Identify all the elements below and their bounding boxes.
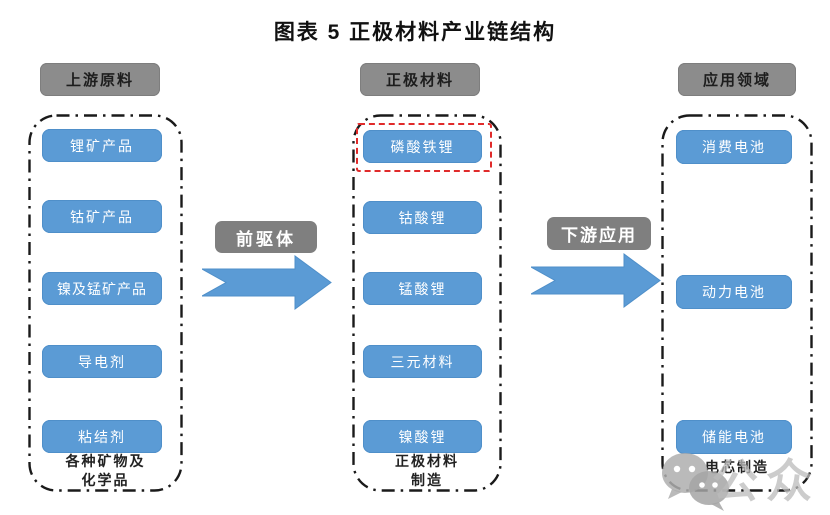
upstream-caption-line1: 各种矿物及	[65, 453, 146, 469]
upstream-caption-line2: 化学品	[81, 471, 130, 488]
item-lithium-cobalt-oxide: 钴酸锂	[363, 201, 482, 234]
precursor-arrow-icon	[202, 255, 332, 310]
item-lithium-iron-phosphate: 磷酸铁锂	[363, 130, 482, 163]
cathode-frame	[352, 114, 502, 492]
item-lithium-nickelate: 镍酸锂	[363, 420, 482, 453]
figure-title: 图表 5 正极材料产业链结构	[273, 21, 557, 44]
column-header-upstream: 上游原料	[40, 63, 160, 96]
downstream-arrow-icon	[531, 253, 661, 308]
application-caption-line1: 电芯制造	[705, 459, 769, 475]
item-lithium-ore-products: 锂矿产品	[42, 129, 162, 162]
application-caption: 电芯制造	[661, 458, 813, 477]
upstream-caption: 各种矿物及 化学品	[28, 452, 183, 490]
item-conductive-agent: 导电剂	[42, 345, 162, 378]
upstream-frame	[28, 114, 183, 492]
cathode-caption: 正极材料 制造	[352, 452, 502, 490]
item-lithium-manganate: 锰酸锂	[363, 272, 482, 305]
item-power-battery: 动力电池	[676, 275, 792, 309]
column-header-cathode: 正极材料	[360, 63, 480, 96]
item-binder: 粘结剂	[42, 420, 162, 453]
column-header-application: 应用领域	[678, 63, 796, 96]
lfp-highlight-box	[356, 123, 492, 172]
application-frame	[661, 114, 813, 492]
item-consumer-battery: 消费电池	[676, 130, 792, 164]
item-ternary-material: 三元材料	[363, 345, 482, 378]
downstream-application-label: 下游应用	[547, 217, 651, 250]
cathode-caption-line2: 制造	[411, 471, 443, 488]
cathode-caption-line1: 正极材料	[395, 453, 459, 469]
item-cobalt-ore-products: 钴矿产品	[42, 200, 162, 233]
item-energy-storage-battery: 储能电池	[676, 420, 792, 454]
precursor-label: 前驱体	[215, 221, 317, 253]
item-nickel-manganese-ore-products: 镍及锰矿产品	[42, 272, 162, 305]
